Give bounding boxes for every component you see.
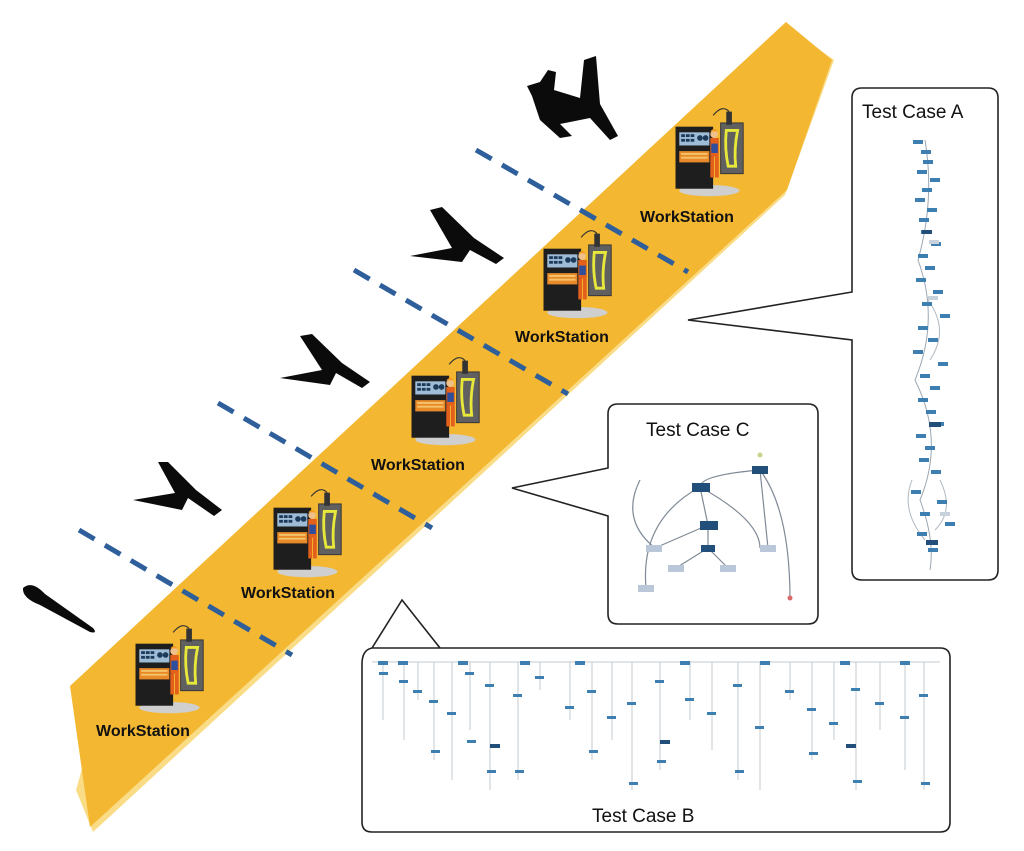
workstation-1: WorkStation [96,624,205,740]
workstation-3: WorkStation [371,356,481,474]
aircraft-stages [22,56,618,633]
callout-title: Test Case C [646,420,749,441]
stage-separators [77,147,690,658]
workstation-4: WorkStation [515,229,613,346]
aircraft-fuselage-icon [22,585,95,633]
test-case-b-graph [372,661,940,790]
aircraft-tail-assembly-icon [280,334,370,388]
aircraft-complete-icon [527,56,618,140]
workstation-label: WorkStation [96,723,190,740]
workstations: WorkStation WorkStation WorkStation Work… [96,107,745,740]
callout-title: Test Case A [862,102,964,123]
callout-test-case-c: Test Case C [511,403,819,625]
workstation-label: WorkStation [515,329,609,346]
callout-title: Test Case B [592,806,694,827]
workstation-label: WorkStation [371,457,465,474]
callout-test-case-a: Test Case A [687,87,999,581]
aircraft-near-complete-icon [410,207,504,264]
workstation-5: WorkStation [640,107,745,226]
workstation-2: WorkStation [241,488,343,602]
aircraft-wing-section-icon [133,462,222,516]
workstation-label: WorkStation [241,585,335,602]
workstation-label: WorkStation [640,209,734,226]
test-case-c-graph [632,452,793,601]
test-case-a-graph [907,139,955,571]
callout-test-case-b: Test Case B [361,598,951,833]
